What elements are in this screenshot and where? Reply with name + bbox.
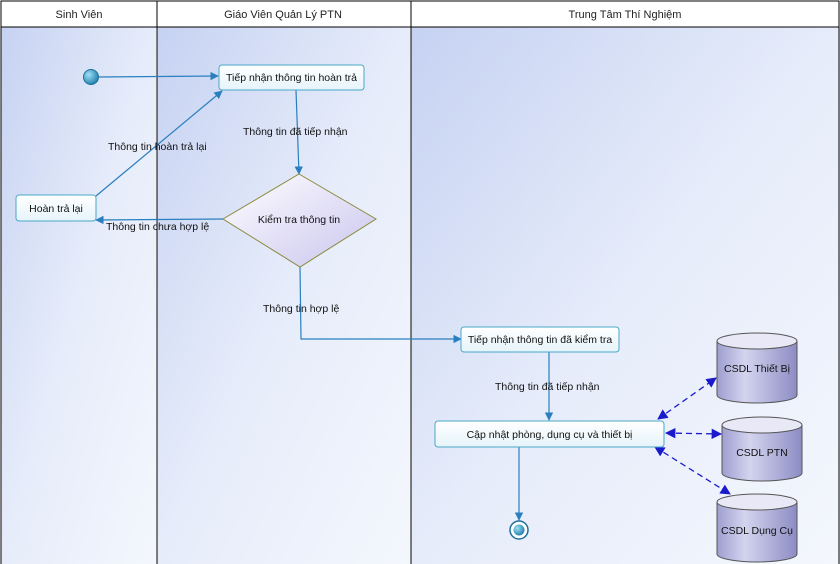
start-node[interactable]	[83, 69, 99, 85]
edge-label-received-1: Thông tin đã tiếp nhận	[243, 126, 348, 138]
edge-update-lab-db	[664, 427, 723, 440]
lane-body-giao-vien	[157, 27, 410, 564]
db-lab[interactable]: CSDL PTN	[721, 416, 803, 482]
lane-title-trung-tam: Trung Tâm Thí Nghiệm	[569, 9, 682, 21]
db-tools-label: CSDL Dụng Cụ	[721, 525, 793, 537]
decision-check-info[interactable]	[222, 173, 377, 268]
end-node-inner	[513, 524, 525, 536]
node-return-again-label: Hoàn trả lại	[29, 203, 83, 215]
edge-label-received-2: Thông tin đã tiếp nhận	[495, 381, 600, 393]
edge-receive-to-check	[294, 89, 303, 175]
lane-body-sinh-vien	[1, 27, 156, 564]
edge-start-to-receive	[98, 71, 219, 81]
node-update-label: Cập nhật phòng, dụng cụ và thiết bị	[467, 429, 633, 441]
node-return-again[interactable]	[15, 194, 97, 222]
edge-update-equipment-db	[657, 377, 717, 420]
decision-check-info-label: Kiểm tra thông tin	[258, 214, 340, 226]
db-tools[interactable]: CSDL Dụng Cụ	[716, 493, 798, 563]
db-lab-label: CSDL PTN	[736, 447, 788, 459]
edge-label-return-info: Thông tin hoàn trả lại	[108, 141, 207, 153]
edge-return-to-receive	[95, 90, 223, 197]
lane-header-bar	[0, 0, 840, 28]
lane-body-trung-tam	[411, 27, 840, 564]
edge-update-tools-db	[654, 446, 731, 495]
node-update[interactable]	[434, 420, 665, 448]
lane-title-sinh-vien: Sinh Viên	[56, 9, 103, 21]
edge-label-valid: Thông tin hợp lệ	[263, 303, 340, 315]
db-equipment[interactable]: CSDL Thiết Bị	[716, 332, 798, 404]
edge-check-to-receive-checked	[299, 266, 462, 344]
node-receive-return[interactable]	[218, 64, 365, 91]
db-equipment-label: CSDL Thiết Bị	[724, 363, 790, 375]
edge-label-invalid: Thông tin chưa hợp lệ	[106, 221, 209, 233]
node-receive-return-label: Tiếp nhận thông tin hoàn trả	[226, 72, 357, 84]
node-receive-checked-label: Tiếp nhận thông tin đã kiểm tra	[468, 334, 613, 346]
node-receive-checked[interactable]	[460, 326, 620, 353]
lane-title-giao-vien: Giáo Viên Quản Lý PTN	[224, 9, 342, 21]
edge-check-to-return	[95, 215, 225, 225]
